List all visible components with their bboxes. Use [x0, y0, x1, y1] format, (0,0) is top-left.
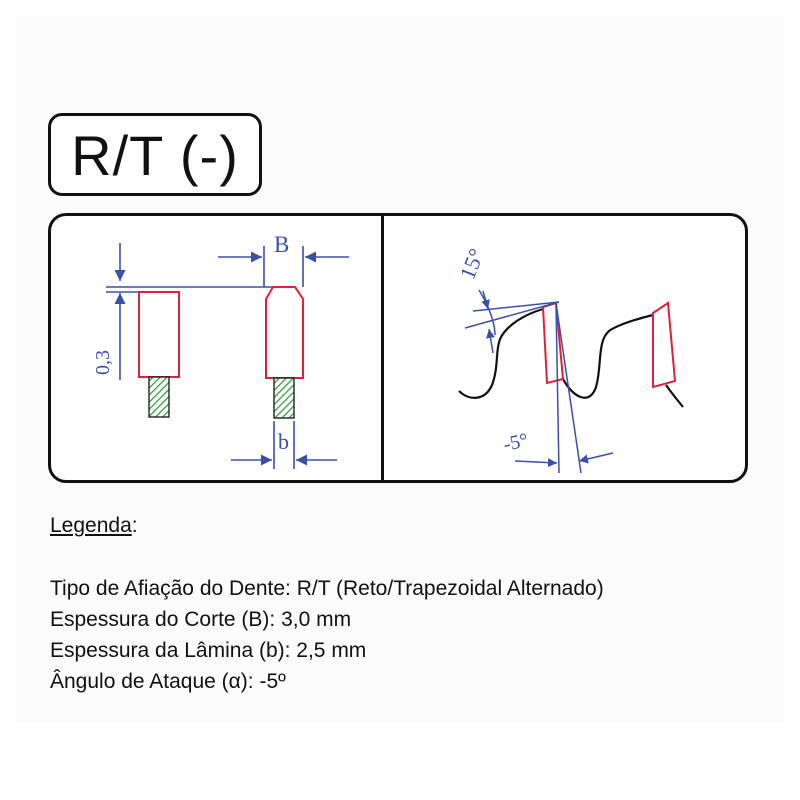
straight-tooth-tip: [138, 291, 180, 378]
left-diagram: 0,3 B b: [92, 232, 349, 469]
trapezoid-tooth-tip: [265, 286, 304, 379]
title-box: R/T (-): [48, 113, 262, 196]
panel-divider: [381, 216, 384, 480]
trapezoid-tooth-body: [273, 377, 295, 419]
legend-heading: Legenda:: [50, 510, 138, 541]
second-tooth-tip: [652, 301, 677, 389]
legend-heading-colon: :: [131, 514, 138, 537]
top-angle-arrow-b: [486, 328, 495, 354]
legend-line-sharpening-type: Tipo de Afiação do Dente: R/T (Reto/Trap…: [50, 577, 604, 600]
legend-line-hook-angle: Ângulo de Ataque (α): -5º: [50, 670, 286, 693]
tooth-diagram-panel: 0,3 B b: [48, 213, 748, 483]
right-diagram: 15° -5°: [454, 245, 684, 474]
tolerance-label: 0,3: [92, 350, 114, 375]
hook-angle-face-line: [555, 302, 582, 474]
blade-width-label: b: [278, 429, 289, 454]
legend-line-cut-thickness: Espessura do Corte (B): 3,0 mm: [50, 608, 352, 631]
first-tooth-tip: [541, 301, 565, 385]
top-angle-arrow-a: [481, 290, 490, 310]
straight-tooth-body: [148, 376, 170, 418]
top-angle-line: [472, 301, 560, 312]
hook-angle-arrow-left: [514, 458, 558, 468]
hook-angle-arrow-right: [578, 452, 614, 464]
hook-angle-label: -5°: [501, 429, 530, 456]
top-angle-ref-line: [464, 301, 560, 329]
top-angle-label: 15°: [454, 245, 489, 283]
cut-width-label: B: [274, 232, 289, 257]
hook-angle-radial-line: [555, 302, 560, 474]
tooth-diagram: 0,3 B b: [92, 232, 684, 474]
legend: Legenda: Tipo de Afiação do Dente: R/T (…: [50, 510, 770, 697]
top-angle-arc: [478, 289, 496, 336]
page-title: R/T (-): [71, 124, 239, 187]
blade-profile: [458, 307, 684, 408]
legend-heading-text: Legenda: [50, 514, 132, 537]
legend-line-blade-thickness: Espessura da Lâmina (b): 2,5 mm: [50, 639, 367, 662]
legend-lines: Tipo de Afiação do Dente: R/T (Reto/Trap…: [50, 573, 770, 697]
